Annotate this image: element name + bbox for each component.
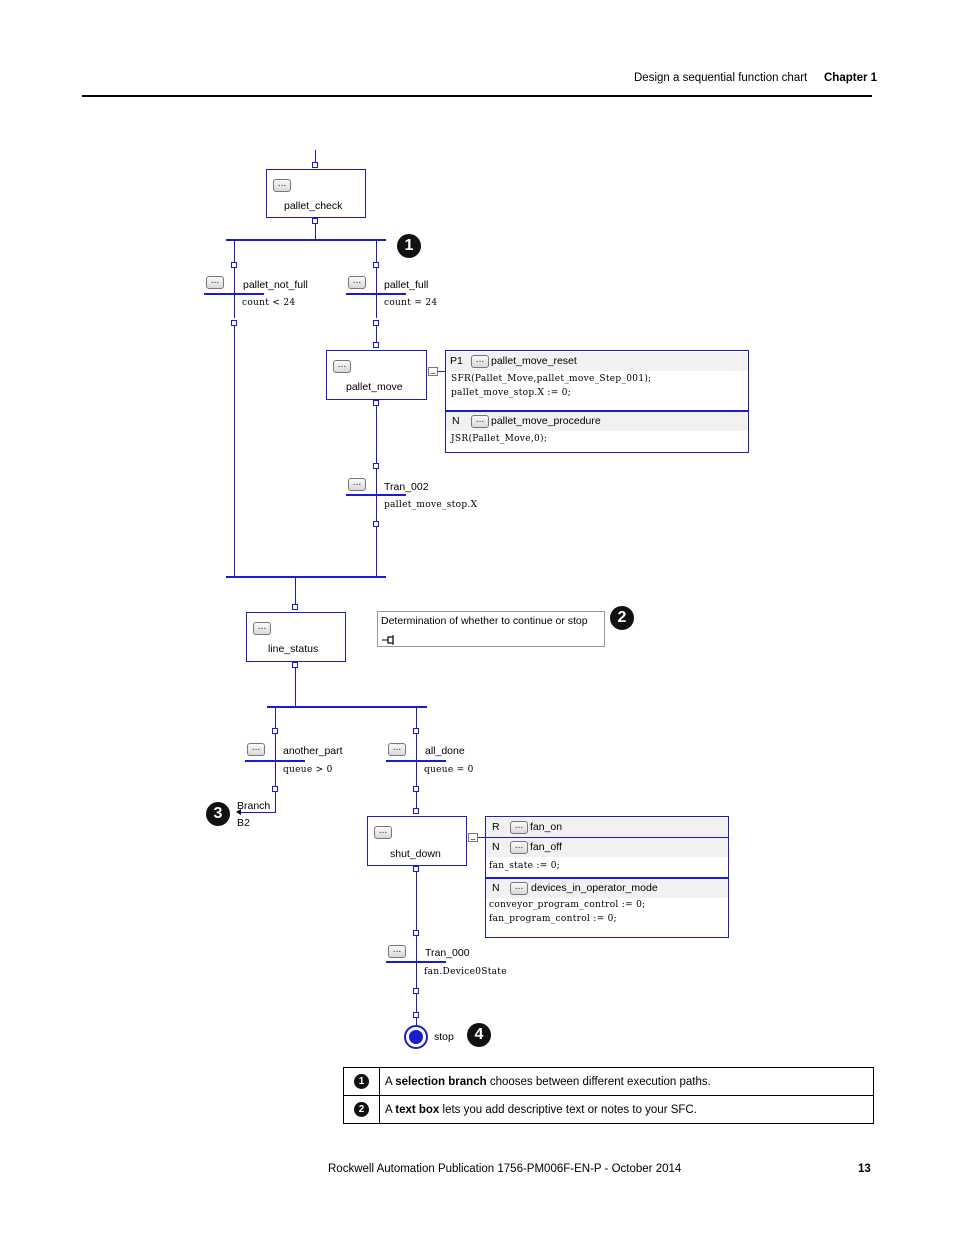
action-edit-button[interactable]: ... (510, 821, 528, 834)
transition-edit-button[interactable]: ... (348, 478, 366, 491)
transition-edit-button[interactable]: ... (247, 743, 265, 756)
action-code-line: fan_program_control := 0; (489, 914, 617, 924)
step-pallet-move[interactable]: ... pallet_move (326, 350, 427, 400)
legend-row: 2 A text box lets you add descriptive te… (343, 1095, 874, 1124)
stop-icon[interactable] (404, 1025, 428, 1049)
action-name: pallet_move_reset (491, 355, 577, 367)
transition-name: all_done (425, 745, 465, 757)
legend-text: A (385, 1075, 396, 1088)
action-code-line: SFR(Pallet_Move,pallet_move_Step_001); (451, 374, 652, 384)
step-label: pallet_check (284, 200, 343, 212)
legend-text: chooses between different execution path… (486, 1075, 711, 1088)
action-edit-button[interactable]: ... (510, 841, 528, 854)
step-line-status[interactable]: ... line_status (246, 612, 346, 662)
step-edit-button[interactable]: ... (374, 826, 392, 839)
stop-label: stop (434, 1031, 454, 1043)
pin-icon (382, 632, 396, 645)
selection-branch-line (226, 239, 386, 241)
branch-converge-line (226, 576, 386, 578)
action-edit-button[interactable]: ... (471, 355, 489, 368)
legend-text: A (385, 1103, 396, 1116)
legend-row: 1 A selection branch chooses between dif… (343, 1067, 874, 1096)
action-list-shut-down: R ... fan_on N ... fan_off fan_state := … (485, 816, 729, 938)
action-code-line: fan_state := 0; (489, 861, 561, 871)
transition-expression: pallet_move_stop.X (384, 500, 478, 510)
chapter-label: Chapter 1 (824, 72, 878, 84)
branch-label: Branch (237, 800, 271, 812)
jump-arrow-icon (236, 809, 241, 815)
step-shut-down[interactable]: ... shut_down (367, 816, 467, 866)
page-number: 13 (858, 1163, 871, 1175)
collapse-actions-button[interactable]: _ (428, 366, 438, 376)
callout-3: 3 (206, 802, 230, 826)
step-edit-button[interactable]: ... (273, 179, 291, 192)
step-edit-button[interactable]: ... (253, 622, 271, 635)
action-name: fan_on (530, 821, 563, 833)
step-label: pallet_move (346, 381, 403, 393)
action-qualifier: N (492, 882, 500, 894)
footer-publication: Rockwell Automation Publication 1756-PM0… (328, 1163, 682, 1175)
selection-branch-line (267, 706, 427, 708)
action-name: pallet_move_procedure (491, 415, 601, 427)
action-list-pallet-move: P1 ... pallet_move_reset SFR(Pallet_Move… (445, 350, 749, 453)
transition-name: another_part (283, 745, 343, 757)
section-title: Design a sequential function chart (634, 72, 808, 84)
transition-name: Tran_002 (384, 481, 429, 493)
legend-number: 2 (354, 1102, 369, 1117)
action-qualifier: N (452, 415, 460, 427)
transition-name: pallet_full (384, 279, 429, 291)
action-edit-button[interactable]: ... (471, 415, 489, 428)
callout-1: 1 (397, 234, 421, 258)
action-code-line: JSR(Pallet_Move,0); (451, 434, 548, 444)
transition-edit-button[interactable]: ... (206, 276, 224, 289)
legend-term: text box (395, 1103, 440, 1116)
legend-text: lets you add descriptive text or notes t… (439, 1103, 697, 1116)
branch-target: B2 (237, 817, 250, 829)
legend-term: selection branch (395, 1075, 487, 1088)
action-name: fan_off (530, 841, 562, 853)
transition-name: pallet_not_full (243, 279, 308, 291)
action-qualifier: P1 (450, 355, 463, 367)
collapse-actions-button[interactable]: _ (468, 832, 478, 842)
step-label: line_status (268, 643, 319, 655)
step-edit-button[interactable]: ... (333, 360, 351, 373)
transition-expression: queue = 0 (424, 765, 474, 775)
action-code-line: pallet_move_stop.X := 0; (451, 388, 572, 398)
callout-legend-table: 1 A selection branch chooses between dif… (343, 1067, 874, 1124)
transition-edit-button[interactable]: ... (388, 743, 406, 756)
transition-expression: queue > 0 (283, 765, 333, 775)
text-box-content: Determination of whether to continue or … (381, 615, 588, 627)
header-rule (82, 95, 872, 97)
transition-expression: count = 24 (384, 298, 438, 308)
transition-expression: count < 24 (242, 298, 296, 308)
action-name: devices_in_operator_mode (531, 882, 658, 894)
transition-edit-button[interactable]: ... (388, 945, 406, 958)
transition-name: Tran_000 (425, 947, 470, 959)
callout-4: 4 (467, 1023, 491, 1047)
step-pallet-check[interactable]: ... pallet_check (266, 169, 366, 218)
action-qualifier: N (492, 841, 500, 853)
step-label: shut_down (390, 848, 441, 860)
legend-number: 1 (354, 1074, 369, 1089)
callout-2: 2 (610, 606, 634, 630)
transition-expression: fan.Device0State (424, 967, 507, 977)
action-qualifier: R (492, 821, 500, 833)
action-edit-button[interactable]: ... (510, 882, 528, 895)
sfc-text-box[interactable]: Determination of whether to continue or … (377, 611, 605, 647)
transition-edit-button[interactable]: ... (348, 276, 366, 289)
action-code-line: conveyor_program_control := 0; (489, 900, 646, 910)
